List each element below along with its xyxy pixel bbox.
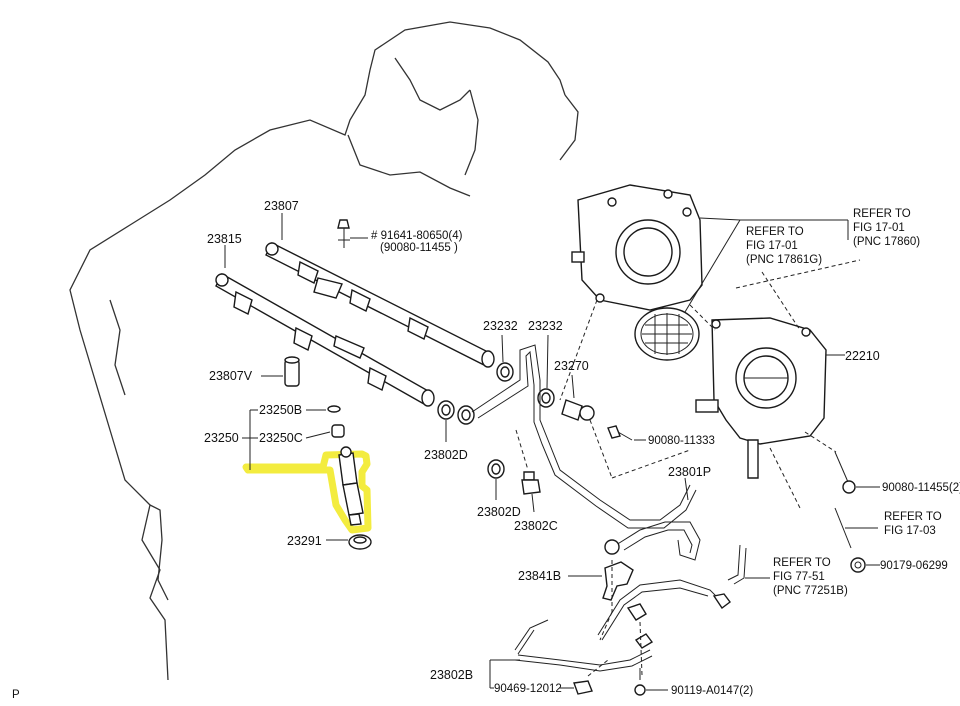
ref-17860-line2: FIG 17-01 <box>853 222 905 234</box>
label-23807v: 23807V <box>209 369 253 383</box>
label-90080-11455-alt: (90080-11455 ) <box>380 242 458 254</box>
throttle-body-22210[interactable] <box>695 317 827 479</box>
ref-77-51-line2: FIG 77-51 <box>773 571 825 583</box>
ref-17-03-line2: FIG 17-03 <box>884 525 936 537</box>
clamp-23841b[interactable] <box>602 561 634 601</box>
o-ring-23250b[interactable] <box>327 405 341 413</box>
label-23807: 23807 <box>264 199 299 213</box>
label-90119: 90119-A0147(2) <box>671 685 753 697</box>
seal-23291[interactable] <box>348 534 372 550</box>
air-intake-connector[interactable] <box>571 184 703 311</box>
label-23802b: 23802B <box>430 668 473 682</box>
ref-17861g-line2: FIG 17-01 <box>746 240 798 252</box>
ref-17860-line1: REFER TO <box>853 208 911 220</box>
label-90469: 90469-12012 <box>494 683 562 695</box>
leader-lines <box>224 213 880 691</box>
bolt-90080-11333-icon[interactable] <box>607 425 633 441</box>
bolt-90119-icon[interactable] <box>634 668 646 696</box>
label-23250c: 23250C <box>259 431 303 445</box>
label-23232-a: 23232 <box>483 319 518 333</box>
page-marker: P <box>12 689 20 701</box>
fuel-tube-23802b[interactable] <box>514 544 747 672</box>
stud-bolt-icon[interactable] <box>834 507 852 549</box>
label-23802d-b: 23802D <box>477 505 521 519</box>
ref-17861g-line3: (PNC 17861G) <box>746 254 822 266</box>
reference-notes: REFER TO FIG 17-01 (PNC 17860) REFER TO … <box>746 208 942 597</box>
gasket-23802d-b[interactable] <box>487 459 505 479</box>
stud-23802c[interactable] <box>521 471 541 495</box>
label-23802c: 23802C <box>514 519 558 533</box>
fuel-pipe[interactable] <box>471 344 697 529</box>
label-23801p: 23801P <box>668 465 711 479</box>
label-23270: 23270 <box>554 359 589 373</box>
fuel-hose-23801p[interactable] <box>604 521 701 561</box>
damper-23807v[interactable] <box>284 356 300 387</box>
label-23291: 23291 <box>287 534 322 548</box>
clip-90469-icon[interactable] <box>573 680 593 695</box>
label-22210: 22210 <box>845 349 880 363</box>
part-labels: 23807 23815 # 91641-80650(4) (90080-1145… <box>12 199 960 701</box>
gasket-23802d-a[interactable] <box>437 400 475 425</box>
label-91641: # 91641-80650(4) <box>371 230 463 242</box>
label-90080-11455: 90080-11455(2) <box>882 482 960 494</box>
bolt-91641-icon[interactable] <box>337 219 350 248</box>
pulsation-damper-23270[interactable] <box>561 399 595 421</box>
injector-23250-highlighted[interactable] <box>242 446 372 534</box>
ref-17-03-line1: REFER TO <box>884 511 942 523</box>
label-23232-b: 23232 <box>528 319 563 333</box>
gasket-23232-b[interactable] <box>537 388 555 408</box>
bolt-90080-11455-icon[interactable] <box>834 451 856 494</box>
label-90080-11333: 90080-11333 <box>648 435 715 447</box>
engine-outline <box>69 21 579 681</box>
nut-90179-icon[interactable] <box>850 557 866 573</box>
label-23815: 23815 <box>207 232 242 246</box>
gasket-23232-a[interactable] <box>496 362 514 382</box>
ref-17860-line3: (PNC 17860) <box>853 236 920 248</box>
label-23250: 23250 <box>204 431 239 445</box>
dashed-assembly-lines <box>515 259 861 677</box>
ref-17861g-line1: REFER TO <box>746 226 804 238</box>
label-23250b: 23250B <box>259 403 302 417</box>
label-23841b: 23841B <box>518 569 561 583</box>
ref-77-51-line3: (PNC 77251B) <box>773 585 848 597</box>
fuel-rail-23807[interactable] <box>265 242 495 368</box>
label-90179: 90179-06299 <box>880 560 948 572</box>
intake-screen[interactable] <box>634 307 700 361</box>
ref-77-51-line1: REFER TO <box>773 557 831 569</box>
label-23802d-a: 23802D <box>424 448 468 462</box>
cushion-23250c[interactable] <box>331 424 345 438</box>
fuel-rail-23815[interactable] <box>215 273 435 407</box>
